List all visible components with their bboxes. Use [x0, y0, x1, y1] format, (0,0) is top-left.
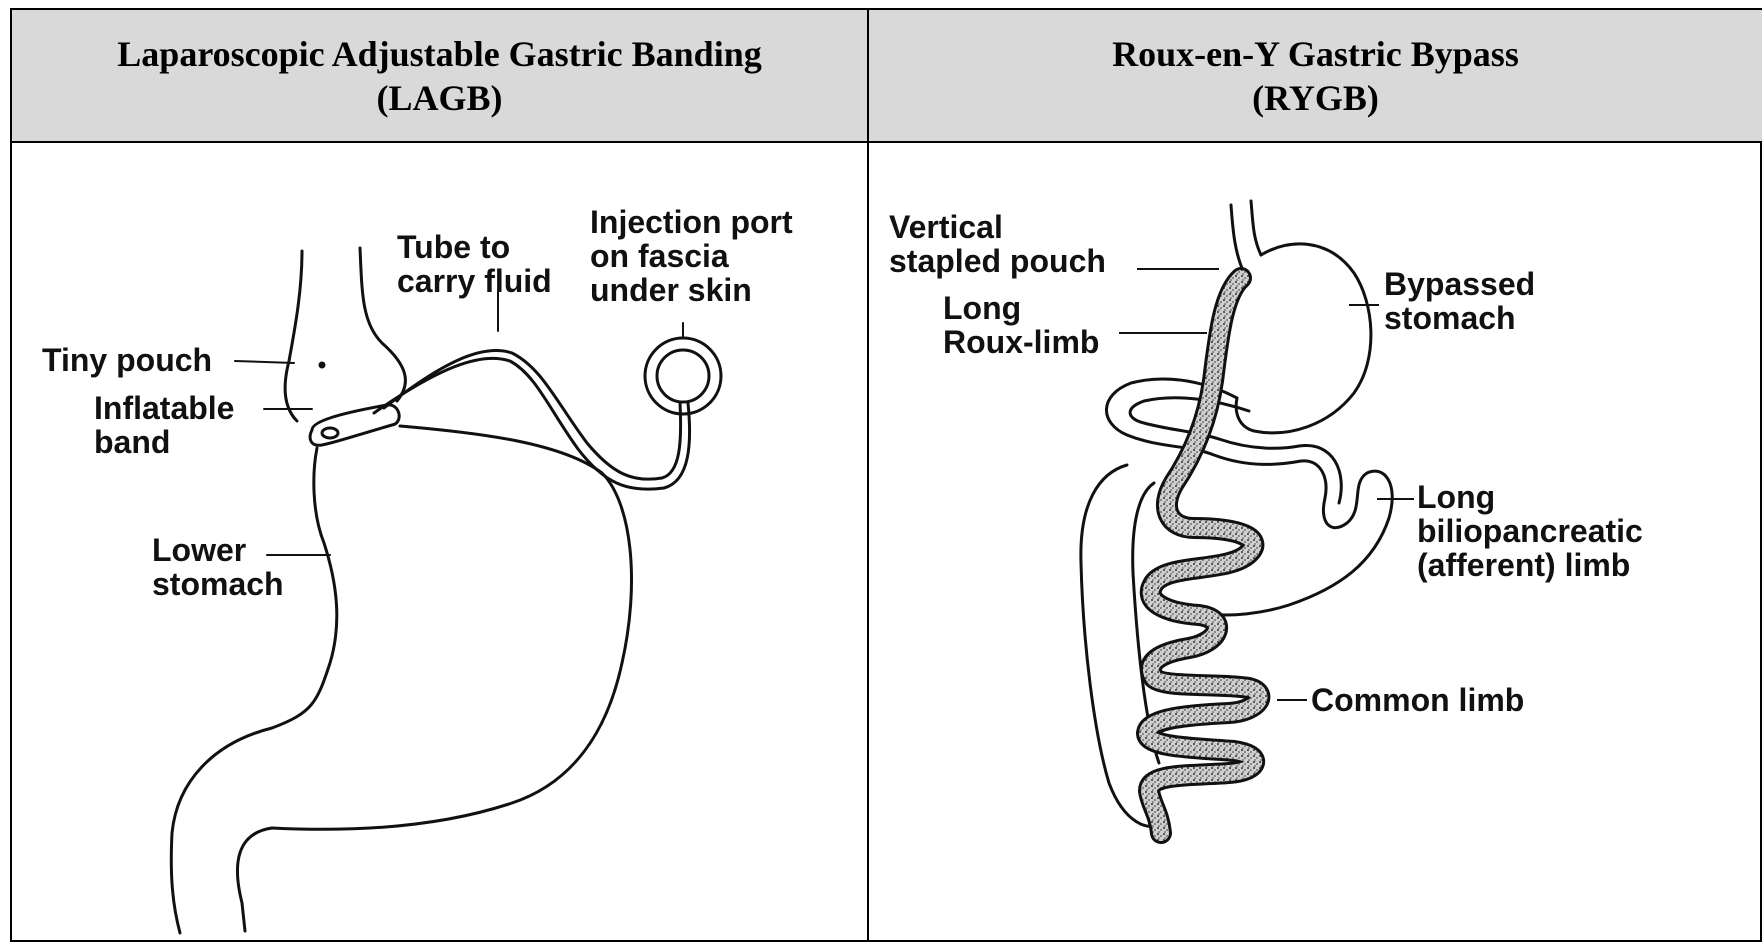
inflatable-band-shape — [310, 405, 399, 445]
label-common-limb: Common limb — [1311, 682, 1524, 718]
label-tube-2: carry fluid — [397, 263, 552, 299]
lagb-diagram: Tiny pouch Inflatable band Lower stomach… — [12, 143, 867, 942]
label-port-2: on fascia — [590, 238, 729, 274]
label-vertical-1: Vertical — [889, 209, 1003, 245]
fluid-tube — [384, 350, 681, 479]
label-bilio-1: Long — [1417, 479, 1495, 515]
header-lagb-title: Laparoscopic Adjustable Gastric Banding — [117, 32, 761, 76]
label-port-3: under skin — [590, 272, 752, 308]
label-bypassed-1: Bypassed — [1384, 266, 1535, 302]
label-bilio-3: (afferent) limb — [1417, 547, 1630, 583]
comparison-table: Laparoscopic Adjustable Gastric Banding … — [10, 8, 1762, 942]
stomach-greater-curve — [237, 426, 631, 931]
label-inflatable-2: band — [94, 424, 170, 460]
rygb-illustration-panel: Vertical stapled pouch Long Roux-limb By… — [869, 143, 1762, 942]
label-roux-2: Roux-limb — [943, 324, 1099, 360]
label-vertical-2: stapled pouch — [889, 243, 1106, 279]
label-bypassed-2: stomach — [1384, 300, 1516, 336]
label-tube-1: Tube to — [397, 229, 510, 265]
label-port-1: Injection port — [590, 204, 793, 240]
header-rygb: Roux-en-Y Gastric Bypass (RYGB) — [869, 10, 1762, 141]
label-lower-2: stomach — [152, 566, 284, 602]
label-bilio-2: biliopancreatic — [1417, 513, 1643, 549]
stomach-lesser-curve — [171, 448, 337, 933]
lagb-illustration-panel: Tiny pouch Inflatable band Lower stomach… — [12, 143, 867, 942]
label-lower-1: Lower — [152, 532, 246, 568]
esophagus-left-wall — [285, 251, 302, 421]
header-rygb-abbr: (RYGB) — [1252, 76, 1379, 120]
header-lagb-abbr: (LAGB) — [377, 76, 503, 120]
header-rygb-title: Roux-en-Y Gastric Bypass — [1112, 32, 1519, 76]
label-tiny-pouch: Tiny pouch — [42, 342, 212, 378]
label-roux-1: Long — [943, 290, 1021, 326]
rygb-diagram: Vertical stapled pouch Long Roux-limb By… — [869, 143, 1762, 942]
bypassed-stomach-outline — [1236, 244, 1371, 433]
injection-port-inner — [657, 350, 709, 402]
header-lagb: Laparoscopic Adjustable Gastric Banding … — [12, 10, 867, 141]
label-inflatable-1: Inflatable — [94, 390, 234, 426]
